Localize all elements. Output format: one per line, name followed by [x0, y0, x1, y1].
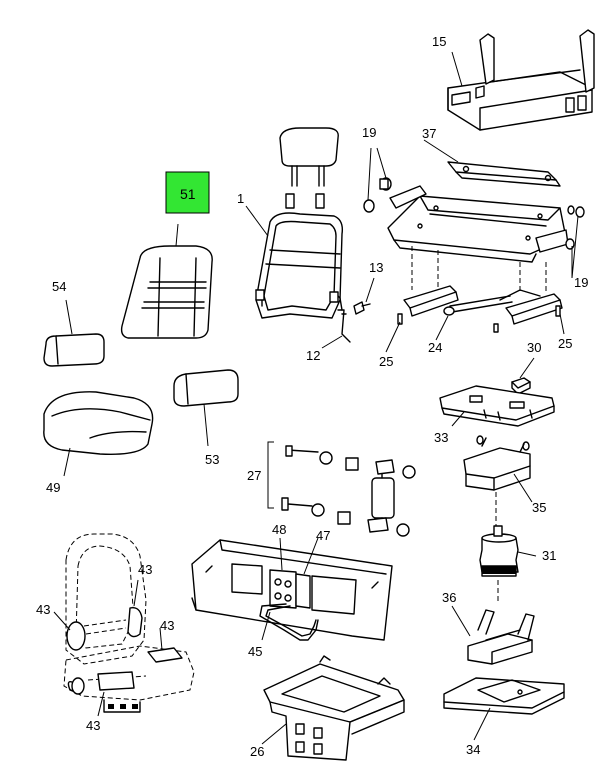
part-15-seat-frame[interactable] — [447, 29, 595, 131]
highlight-box-51[interactable] — [165, 171, 210, 214]
callout-19-right[interactable]: 19 — [574, 275, 588, 290]
part-54-armrest-pad[interactable] — [43, 333, 105, 367]
callout-33[interactable]: 33 — [434, 430, 448, 445]
callout-49[interactable]: 49 — [46, 480, 60, 495]
part-1-seat-back-frame[interactable] — [255, 127, 344, 319]
part-51-seat-back-cushion[interactable] — [120, 245, 213, 339]
part-35-scissor-bracket[interactable] — [463, 435, 531, 491]
callout-1[interactable]: 1 — [237, 191, 244, 206]
part-24-release-handle[interactable] — [443, 306, 455, 316]
part-49-seat-cushion[interactable] — [43, 391, 154, 455]
callout-47[interactable]: 47 — [316, 528, 330, 543]
callout-15[interactable]: 15 — [432, 34, 446, 49]
callout-54[interactable]: 54 — [52, 279, 66, 294]
callout-35[interactable]: 35 — [532, 500, 546, 515]
leader-lines — [53, 51, 579, 745]
callout-37[interactable]: 37 — [422, 126, 436, 141]
part-27-shock-kit[interactable] — [267, 441, 416, 537]
callout-30[interactable]: 30 — [527, 340, 541, 355]
part-13-screw[interactable] — [353, 301, 371, 315]
callout-34[interactable]: 34 — [466, 742, 480, 757]
part-33-top-plate[interactable] — [439, 385, 555, 427]
callout-43-top[interactable]: 43 — [138, 562, 152, 577]
part-25-bolts[interactable] — [397, 305, 561, 333]
callout-12[interactable]: 12 — [306, 348, 320, 363]
callout-26[interactable]: 26 — [250, 744, 264, 759]
callout-24[interactable]: 24 — [428, 340, 442, 355]
callout-45[interactable]: 45 — [248, 644, 262, 659]
callout-labels: 15 19 37 1 54 13 19 12 25 24 25 30 33 27… — [36, 34, 588, 759]
callout-43-left[interactable]: 43 — [36, 602, 50, 617]
part-45-hose[interactable] — [259, 603, 319, 641]
callout-25-left[interactable]: 25 — [379, 354, 393, 369]
lower-slide-rails[interactable] — [403, 285, 563, 325]
part-36-lower-bracket[interactable] — [467, 609, 535, 665]
part-47-valve[interactable] — [295, 573, 311, 609]
callout-36[interactable]: 36 — [442, 590, 456, 605]
part-31-air-spring[interactable] — [479, 525, 519, 577]
callout-13[interactable]: 13 — [369, 260, 383, 275]
callout-43-bottom[interactable]: 43 — [86, 718, 100, 733]
callout-31[interactable]: 31 — [542, 548, 556, 563]
callout-27[interactable]: 27 — [247, 468, 261, 483]
part-12-lever[interactable] — [337, 309, 351, 343]
seat-slide-mechanism[interactable] — [387, 185, 569, 263]
full-seat-assembly[interactable] — [63, 533, 195, 713]
callout-43-right[interactable]: 43 — [160, 618, 174, 633]
callout-19-top[interactable]: 19 — [362, 125, 376, 140]
part-26-lower-frame[interactable] — [263, 655, 405, 761]
callout-25-right[interactable]: 25 — [558, 336, 572, 351]
highlight-label-51: 51 — [180, 186, 196, 202]
callout-53[interactable]: 53 — [205, 452, 219, 467]
part-53-armrest-pad[interactable] — [173, 369, 239, 407]
callout-48[interactable]: 48 — [272, 522, 286, 537]
part-48-switch[interactable] — [269, 569, 297, 609]
part-37-rail-bracket[interactable] — [447, 161, 561, 187]
part-34-base-plate[interactable] — [443, 677, 565, 715]
